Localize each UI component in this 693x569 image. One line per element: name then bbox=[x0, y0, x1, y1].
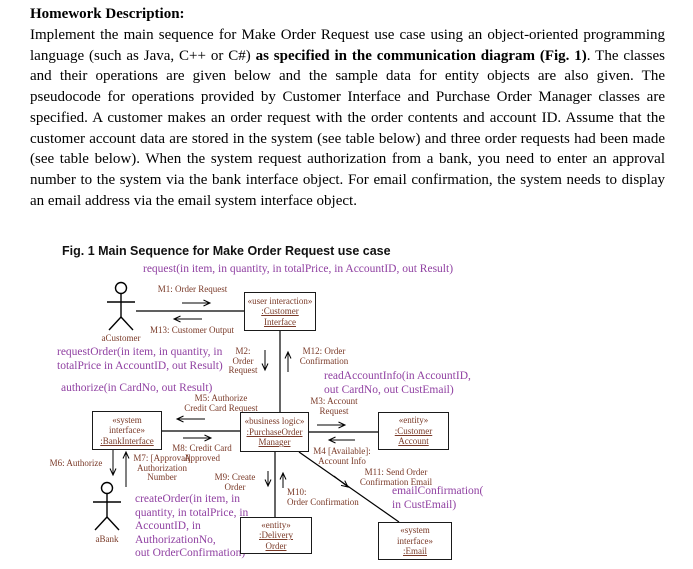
signature-authorize: authorize(in CardNo, out Result) bbox=[61, 382, 213, 394]
message-label-m3: M3: Account Request bbox=[310, 396, 358, 416]
message-label-m13: M13: Customer Output bbox=[149, 325, 234, 335]
box-stereotype: «system interface» bbox=[109, 414, 145, 436]
signature-create-order: createOrder(in item, in quantity, in tot… bbox=[135, 493, 249, 559]
box-object-name: :PurchaseOrder Manager bbox=[246, 426, 303, 448]
box-object-name: :Customer Interface bbox=[261, 306, 299, 327]
arrow-m11 bbox=[333, 475, 349, 488]
signature-email-confirmation: emailConfirmation( in CustEmail) bbox=[392, 485, 484, 511]
box-object-name: :Customer Account bbox=[394, 425, 433, 447]
para-bold-text: as specified in the communication diagra… bbox=[255, 47, 587, 64]
message-label-m1: M1: Order Request bbox=[157, 284, 228, 294]
uml-box-email: «system interface» :Email bbox=[378, 522, 452, 560]
box-stereotype: «entity» bbox=[398, 415, 429, 426]
message-label-m9: M9: Create Order bbox=[214, 472, 256, 492]
signature-request-order: requestOrder(in item, in quantity, in to… bbox=[57, 346, 223, 372]
message-label-m2: M2: Order Request bbox=[228, 346, 258, 375]
box-stereotype: «business logic» bbox=[244, 416, 305, 427]
homework-paragraph: Implement the main sequence for Make Ord… bbox=[30, 25, 665, 211]
doc-heading: Homework Description: bbox=[30, 6, 185, 22]
uml-box-delivery-order: «entity» :Delivery Order bbox=[240, 517, 312, 554]
message-arrows bbox=[109, 299, 355, 488]
object-links bbox=[136, 310, 400, 523]
box-stereotype: «entity» bbox=[261, 519, 291, 530]
bank-actor-icon bbox=[93, 481, 121, 531]
message-label-m11: M11: Send Order Confirmation Email bbox=[359, 467, 433, 487]
message-label-m6: M6: Authorize bbox=[49, 458, 103, 468]
box-object-name: :BankInterface bbox=[100, 435, 154, 446]
uml-box-customer-account: «entity» :Customer Account bbox=[378, 412, 449, 450]
uml-box-bank-interface: «system interface» :BankInterface bbox=[92, 411, 162, 450]
actor-customer-label: aCustomer bbox=[101, 333, 141, 343]
diagram-canvas bbox=[93, 281, 400, 531]
uml-box-customer-interface: «user interaction» :Customer Interface bbox=[244, 292, 316, 331]
uml-box-purchase-order-manager: «business logic» :PurchaseOrder Manager bbox=[240, 412, 309, 452]
box-object-name: :Delivery Order bbox=[259, 530, 293, 551]
message-label-m5: M5: Authorize Credit Card Request bbox=[184, 393, 258, 413]
para-text-2: . The classes and their operations are g… bbox=[30, 47, 666, 209]
customer-actor-icon bbox=[107, 281, 135, 331]
box-stereotype: «system interface» bbox=[397, 525, 433, 546]
homework-document: Homework Description: Implement the main… bbox=[30, 4, 665, 211]
figure-caption: Fig. 1 Main Sequence for Make Order Requ… bbox=[62, 244, 391, 258]
signature-request: request(in item, in quantity, in totalPr… bbox=[143, 263, 454, 275]
signature-read-account-info: readAccountInfo(in AccountID, out CardNo… bbox=[324, 370, 471, 396]
para-text-1: Implement the main sequence for Make Ord… bbox=[30, 27, 665, 64]
message-label-m10: M10: Order Confirmation bbox=[287, 487, 359, 507]
message-label-m7: M7: [Approval] Authorization Number bbox=[133, 453, 191, 482]
box-object-name: :Email bbox=[403, 546, 427, 557]
message-label-m12: M12: Order Confirmation bbox=[299, 346, 349, 366]
message-label-m8: M8: Credit Card Approved bbox=[172, 443, 232, 463]
box-stereotype: «user interaction» bbox=[247, 295, 313, 306]
message-label-m4: M4 [Available]: Account Info bbox=[313, 446, 371, 466]
actor-bank-label: aBank bbox=[95, 534, 119, 544]
